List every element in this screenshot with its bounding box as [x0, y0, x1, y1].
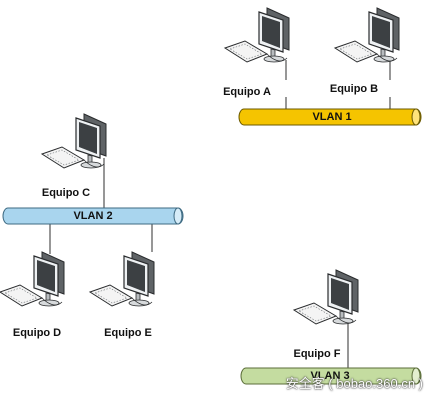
watermark: 安全客 ( bobao.360.cn ) — [285, 376, 423, 391]
computer-label-f: Equipo F — [293, 348, 341, 360]
computer-icon — [0, 251, 65, 307]
computer-label-d: Equipo D — [12, 327, 62, 339]
vlan-3-label: VLAN 3 — [310, 370, 350, 382]
computer-label-a: Equipo A — [223, 86, 271, 98]
vlan-3-bus — [240, 367, 422, 385]
vlan-2-label: VLAN 2 — [73, 210, 113, 222]
computer-icon — [224, 7, 290, 63]
vlan-2-bus — [2, 207, 184, 225]
computer-label-c: Equipo C — [41, 187, 91, 199]
vlan-1-bus — [238, 108, 422, 126]
connections — [49, 60, 391, 368]
computer-label-b: Equipo B — [329, 83, 379, 95]
vlan-1-label: VLAN 1 — [312, 111, 352, 123]
computer-label-e: Equipo E — [104, 327, 152, 339]
computer-icon — [293, 269, 359, 325]
computer-icon — [334, 7, 400, 63]
computer-icon — [41, 113, 107, 169]
computer-icon — [89, 251, 155, 307]
